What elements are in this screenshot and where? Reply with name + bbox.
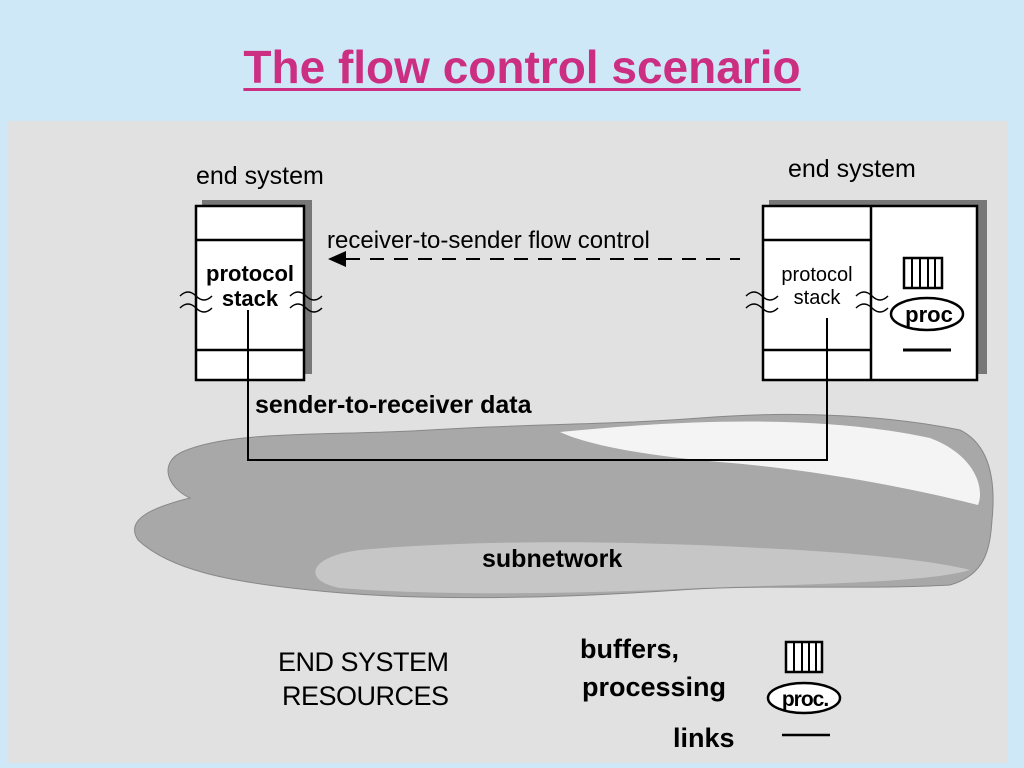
left-stack-label-line1: protocol bbox=[206, 261, 294, 286]
right-squiggle-right bbox=[855, 291, 889, 313]
right-stack-label-line2: stack bbox=[794, 287, 842, 309]
feedback-arrow-head bbox=[328, 251, 346, 267]
legend-buffers-label-line2: processing bbox=[582, 672, 726, 702]
legend-links-label: links bbox=[673, 723, 735, 753]
legend-buffers-label-line1: buffers, bbox=[580, 634, 679, 664]
right-proc-label: proc bbox=[905, 302, 953, 327]
right-stack-label-line1: protocol bbox=[781, 264, 852, 286]
slide-title: The flow control scenario bbox=[243, 41, 801, 93]
subnetwork-cloud-highlight bbox=[560, 421, 981, 505]
subnetwork-label: subnetwork bbox=[482, 545, 622, 573]
right-squiggle-left bbox=[745, 291, 779, 313]
legend-proc-ellipse bbox=[766, 681, 842, 715]
feedback-label: receiver-to-sender flow control bbox=[327, 227, 650, 254]
legend-proc-label: proc. bbox=[782, 688, 829, 711]
legend-heading-line1: END SYSTEM bbox=[278, 647, 449, 677]
data-path-label: sender-to-receiver data bbox=[255, 391, 533, 419]
left-squiggle-right bbox=[289, 291, 323, 313]
left-squiggle-left bbox=[179, 291, 213, 313]
legend-heading-line2: RESOURCES bbox=[282, 681, 449, 711]
right-proc-ellipse bbox=[889, 296, 965, 332]
legend-buffers-icon bbox=[784, 640, 824, 674]
left-end-system-label: end system bbox=[196, 162, 324, 190]
right-end-system-label: end system bbox=[788, 155, 916, 183]
left-stack-label-line2: stack bbox=[222, 286, 279, 311]
subnetwork-cloud-highlight-2 bbox=[315, 542, 970, 594]
right-buffers-icon bbox=[902, 256, 944, 290]
data-path-line bbox=[247, 310, 828, 461]
